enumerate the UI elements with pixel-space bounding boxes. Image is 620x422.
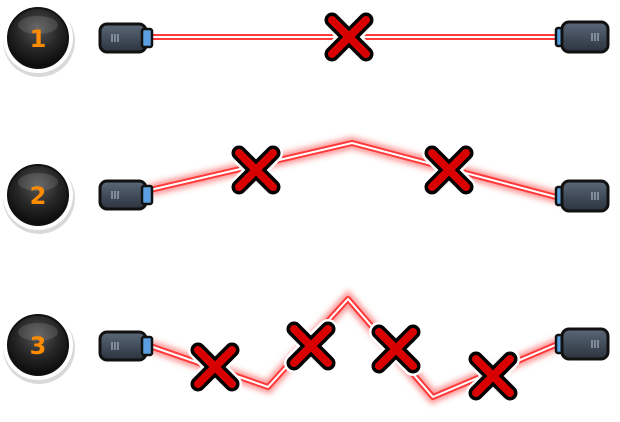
level-row-3: 3 — [3, 289, 610, 405]
laser-emitter-icon — [98, 179, 154, 211]
laser-beam — [148, 136, 562, 204]
laser-receiver-icon — [554, 327, 610, 361]
laser-emitter-icon — [98, 22, 154, 54]
laser-receiver-icon — [554, 179, 610, 213]
level-number: 1 — [30, 25, 47, 53]
level-badge-icon[interactable]: 3 — [3, 310, 75, 384]
level-row-2: 2 — [3, 136, 610, 234]
level-number: 3 — [30, 332, 47, 360]
red-x-icon — [284, 319, 338, 373]
red-x-icon — [322, 10, 376, 64]
level-row-1: 1 — [3, 3, 610, 77]
level-number: 2 — [30, 182, 47, 210]
red-x-icon — [229, 143, 283, 197]
red-x-icon — [466, 349, 520, 403]
level-badge-icon[interactable]: 1 — [3, 3, 75, 77]
red-x-icon — [188, 340, 242, 394]
red-x-icon — [422, 143, 476, 197]
laser-receiver-icon — [554, 20, 610, 54]
red-x-icon — [369, 322, 423, 376]
level-badge-icon[interactable]: 2 — [3, 160, 75, 234]
laser-emitter-icon — [98, 330, 154, 362]
